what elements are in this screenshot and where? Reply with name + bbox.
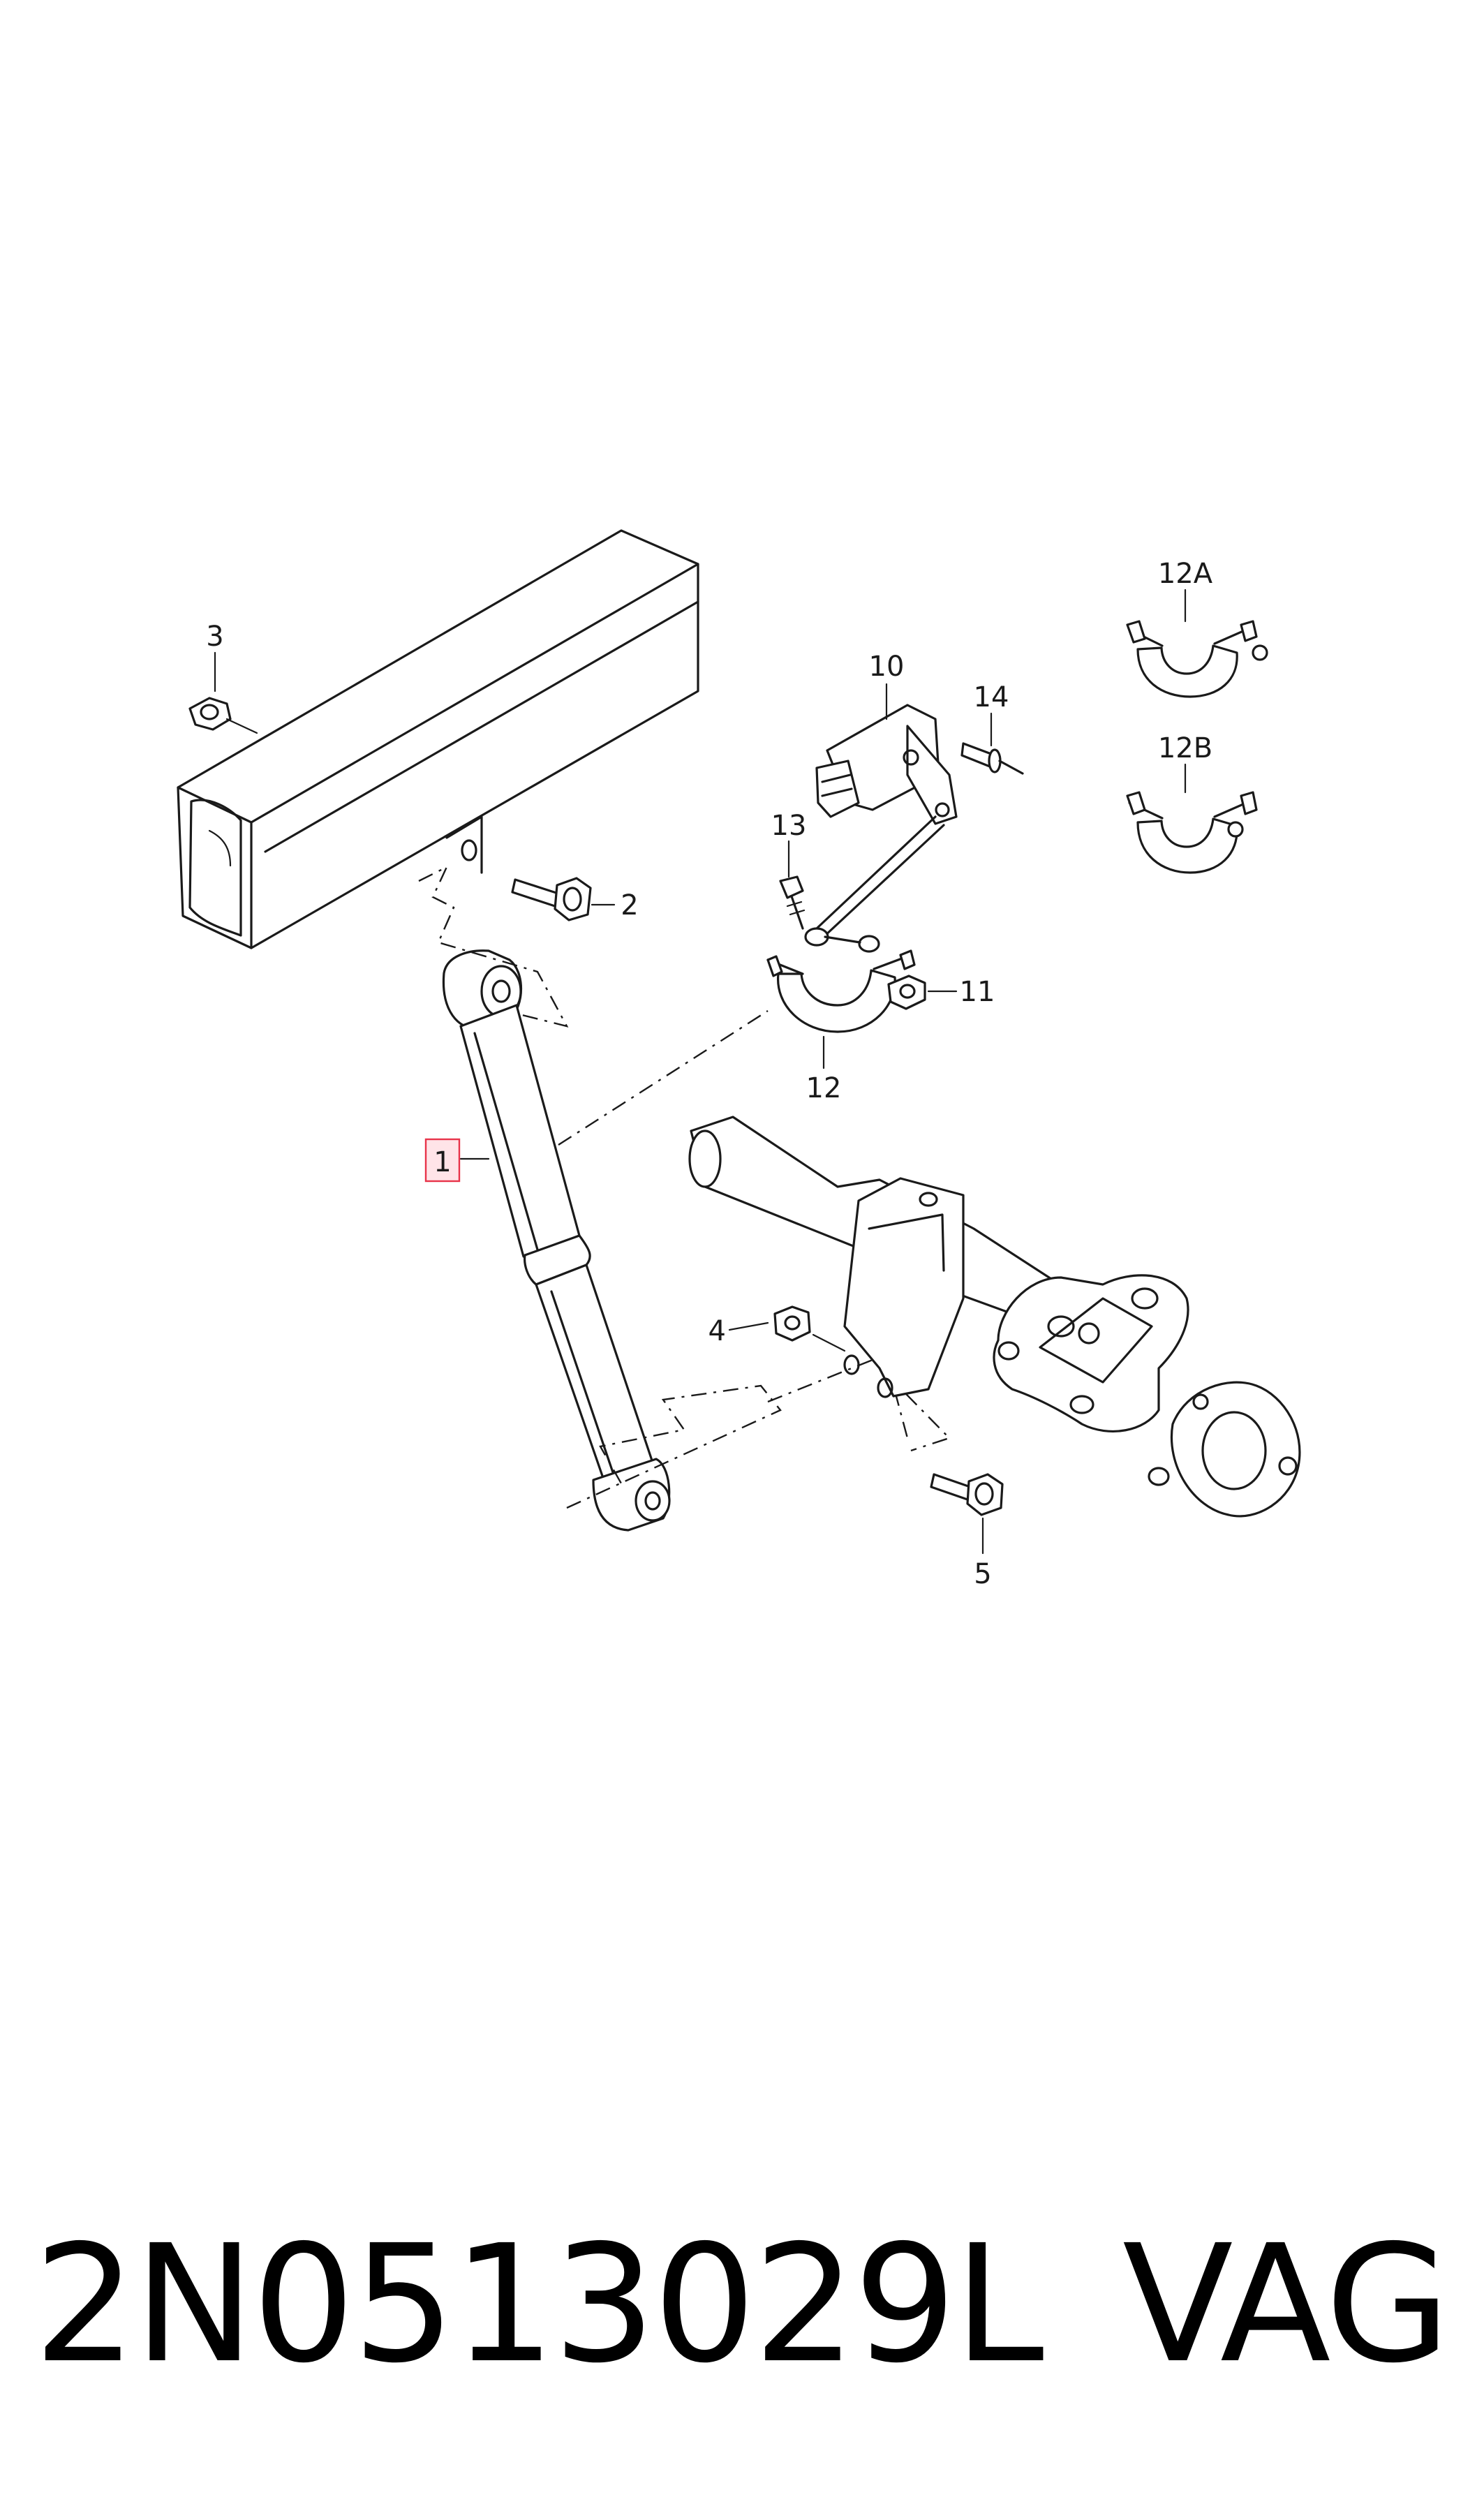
bolt-13 [779, 875, 806, 930]
clamp-12b [1126, 791, 1258, 874]
callout-labels: 1 2 3 4 5 10 11 12 12A 12B 13 14 [206, 558, 1212, 1590]
brand-name: VAG [1122, 2210, 1450, 2399]
bolt-5 [930, 1473, 1004, 1516]
nut-3 [188, 697, 232, 731]
callout-1: 1 [433, 1146, 451, 1178]
nut-4 [773, 1305, 811, 1342]
level-sensor [804, 704, 958, 953]
callout-11: 11 [960, 976, 995, 1008]
callout-2: 2 [621, 889, 638, 921]
leader-lines [214, 588, 1187, 1555]
callout-12b: 12B [1158, 732, 1212, 764]
callout-14: 14 [974, 681, 1009, 713]
frame-rail [177, 529, 699, 949]
callout-12a: 12A [1158, 558, 1213, 590]
part-number: 2N0513029L [34, 2210, 1044, 2399]
clamp-12 [766, 949, 916, 1033]
clamp-12a [1126, 620, 1268, 698]
callout-10: 10 [869, 651, 905, 683]
part-caption: 2N0513029L VAG [34, 2223, 1450, 2385]
callout-1-highlight [424, 1138, 461, 1183]
bolt-2 [511, 877, 592, 921]
mounting-lines [418, 865, 951, 1509]
nut-11 [887, 975, 926, 1010]
callout-3: 3 [206, 621, 223, 653]
callout-12: 12 [806, 1072, 842, 1104]
rear-axle [688, 1116, 1301, 1518]
shock-absorber [442, 949, 671, 1532]
pin-14 [960, 742, 1024, 775]
callout-4: 4 [708, 1315, 726, 1347]
callout-13: 13 [771, 810, 807, 842]
callout-5: 5 [974, 1558, 991, 1590]
